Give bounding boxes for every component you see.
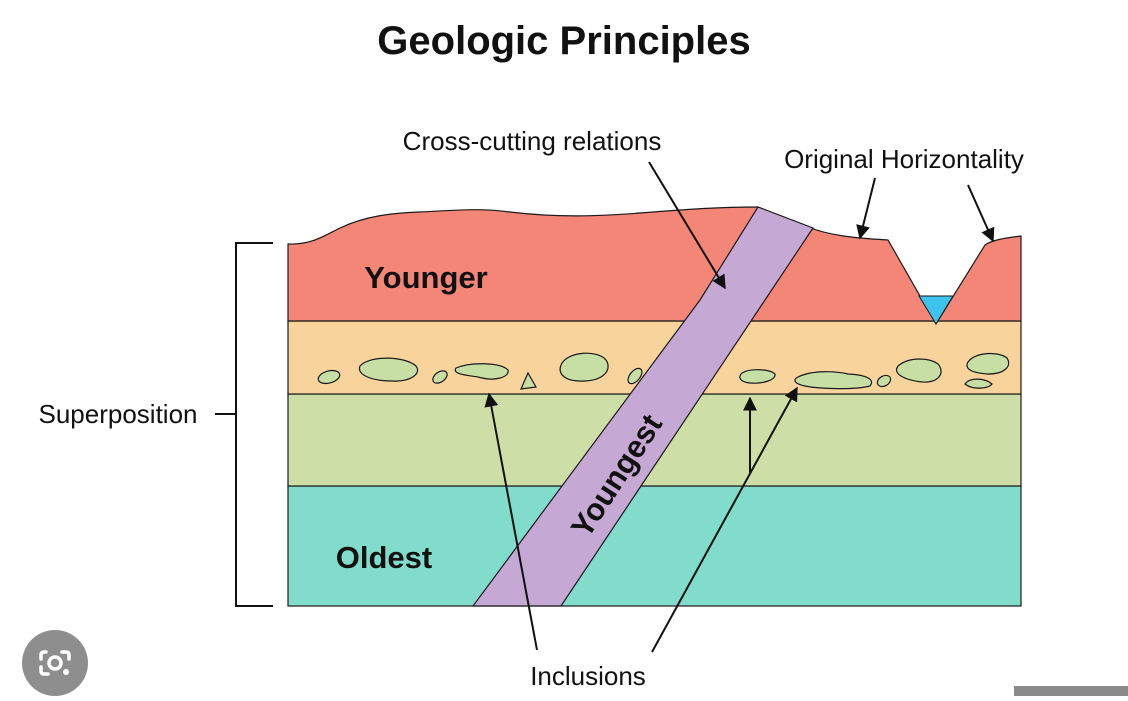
- inclusions-label: Inclusions: [530, 661, 646, 691]
- pebble: [358, 357, 419, 382]
- oldest-label: Oldest: [336, 540, 432, 575]
- cross-cutting-label: Cross-cutting relations: [403, 126, 662, 156]
- pebble: [520, 371, 537, 390]
- pebble: [966, 352, 1010, 375]
- pebble: [627, 367, 643, 385]
- pebble: [896, 358, 942, 383]
- google-lens-button[interactable]: [22, 630, 88, 696]
- pebble: [964, 378, 993, 389]
- cross-cutting-arrow: [648, 161, 726, 290]
- google-lens-icon: [39, 650, 71, 676]
- younger-label: Younger: [364, 260, 487, 295]
- arrows: [484, 161, 995, 653]
- younger-layer: [287, 206, 1022, 326]
- original-horizontality-label: Original Horizontality: [784, 144, 1024, 174]
- pebble: [454, 363, 509, 380]
- pebble: [739, 369, 776, 384]
- corner-scrollbar[interactable]: [1014, 686, 1128, 696]
- inclusion-pebbles: [317, 352, 1010, 390]
- superposition-bracket: [235, 242, 273, 607]
- youngest-dike: [471, 206, 814, 607]
- superposition-label: Superposition: [39, 399, 198, 429]
- inclusions-arrow-left: [484, 392, 538, 651]
- horizontality-arrow-right: [967, 184, 995, 243]
- horizontality-arrow-left: [856, 177, 876, 240]
- oldest-layer: [287, 485, 1022, 607]
- pebble: [876, 374, 892, 388]
- pebble: [794, 371, 873, 390]
- inclusions-arrow-right: [651, 386, 798, 653]
- pebble: [432, 370, 448, 384]
- valley-water: [918, 295, 954, 325]
- diagram-title: Geologic Principles: [377, 19, 750, 63]
- pebble: [317, 369, 341, 385]
- pebble: [559, 352, 609, 382]
